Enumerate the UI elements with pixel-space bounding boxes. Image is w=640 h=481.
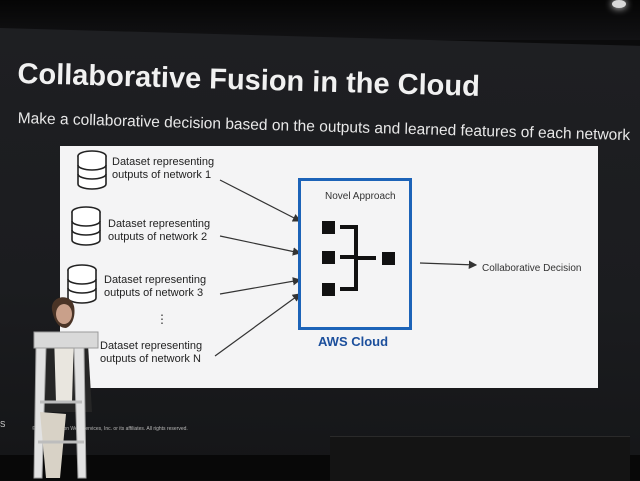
dataset-label-3: Dataset representing outputs of network … bbox=[104, 274, 207, 299]
diagram-panel: Dataset representing outputs of network … bbox=[60, 146, 598, 388]
input-node-1 bbox=[322, 221, 335, 234]
database-icon bbox=[67, 264, 97, 304]
arrow-network-1 bbox=[219, 179, 302, 222]
arrow-network-2 bbox=[219, 235, 302, 256]
aws-cloud-label: AWS Cloud bbox=[318, 334, 389, 349]
diagram-connectors bbox=[214, 179, 478, 357]
slide-footer: © 2024, Amazon Web Services, Inc. or its… bbox=[32, 426, 188, 432]
dataset-label-2: Dataset representing outputs of network … bbox=[108, 218, 211, 243]
stage-monitor bbox=[330, 436, 630, 481]
collaborative-decision-label: Collaborative Decision bbox=[482, 263, 582, 274]
database-icon bbox=[77, 150, 107, 190]
output-node bbox=[382, 252, 395, 265]
input-node-2 bbox=[322, 251, 335, 264]
fusion-bracket bbox=[340, 225, 376, 291]
aws-logo-fragment: S bbox=[0, 420, 6, 429]
spotlight bbox=[612, 0, 626, 8]
arrow-output bbox=[419, 260, 478, 269]
ellipsis-dots: ⋮ bbox=[156, 312, 168, 326]
dataset-label-1: Dataset representing outputs of network … bbox=[112, 156, 215, 181]
arrow-network-n bbox=[214, 293, 301, 357]
novel-approach-label: Novel Approach bbox=[325, 191, 396, 202]
speaker-at-lectern bbox=[33, 297, 99, 479]
dataset-label-n: Dataset representing outputs of network … bbox=[100, 340, 203, 365]
aws-cloud-box: Novel Approach bbox=[298, 178, 412, 330]
arrow-network-3 bbox=[219, 277, 302, 295]
database-icon bbox=[71, 206, 101, 246]
input-node-3 bbox=[322, 283, 335, 296]
